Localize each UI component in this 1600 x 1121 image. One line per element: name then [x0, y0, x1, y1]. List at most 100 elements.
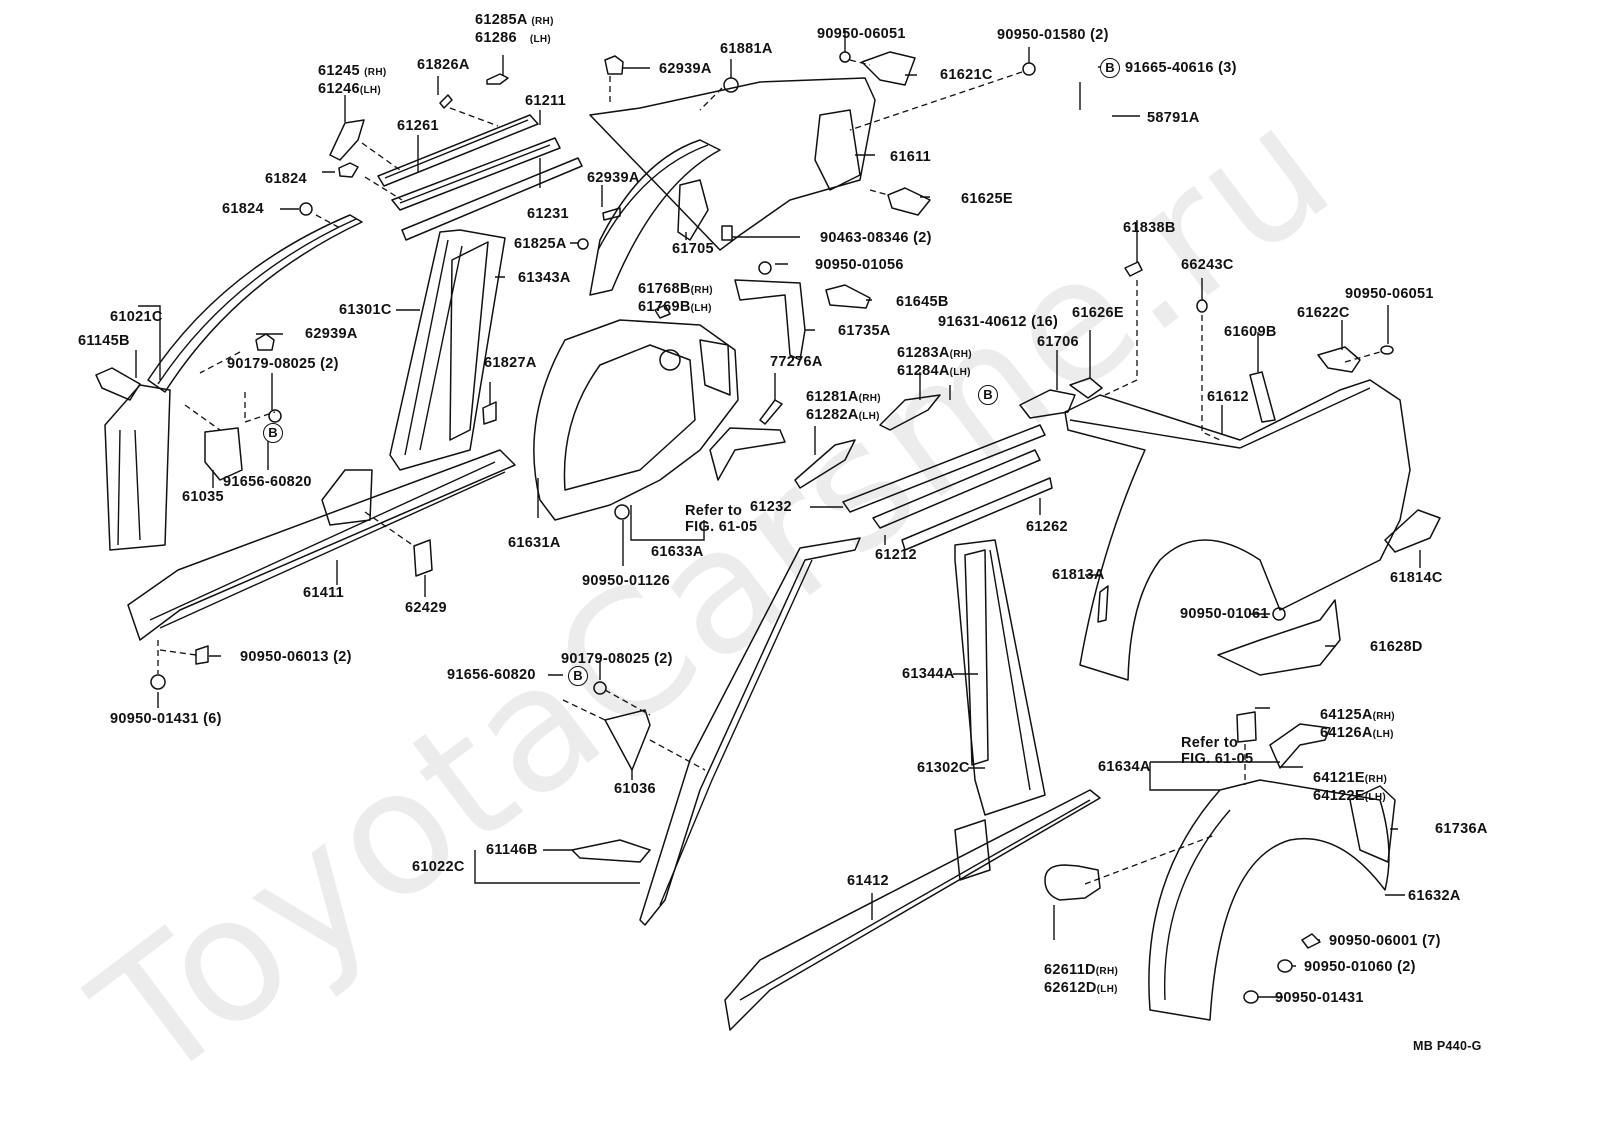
rail-61262[interactable] — [901, 477, 1053, 551]
extension-64121E[interactable] — [1269, 723, 1331, 769]
extension-64125A[interactable] — [1236, 711, 1257, 743]
label-61768B: 61768B(RH) 61769B(LH) — [638, 281, 713, 315]
nut-90179[interactable] — [268, 409, 282, 423]
clip-90950-06051-right[interactable] — [1380, 345, 1394, 355]
plug-90950-01431-right[interactable] — [1243, 990, 1259, 1004]
nut-90179-lower[interactable] — [593, 681, 607, 695]
bolt-badge-mid: B — [978, 385, 998, 405]
roof-rail-61231[interactable] — [401, 157, 583, 241]
patch-61813A[interactable] — [1097, 585, 1109, 623]
dash-lines-wheelhouse — [1084, 744, 1246, 885]
bracket-61245[interactable] — [329, 119, 365, 161]
plug-66243C[interactable] — [1196, 299, 1208, 313]
brace-61609B[interactable] — [1249, 371, 1276, 423]
bracket-61283A[interactable] — [879, 394, 941, 431]
bracket-61281A[interactable] — [794, 439, 856, 489]
bracket-61626E[interactable] — [1069, 377, 1103, 399]
label-90950-01580: 90950-01580 (2) — [997, 27, 1109, 43]
bracket-61035[interactable] — [204, 427, 243, 481]
label-90950-06051-right: 90950-06051 — [1345, 286, 1434, 302]
reinforcement-61344A[interactable] — [964, 549, 989, 766]
bracket-61625E[interactable] — [887, 187, 931, 216]
pad-61838B[interactable] — [1124, 261, 1143, 277]
label-61735A: 61735A — [838, 323, 891, 339]
grommet-61881A[interactable] — [723, 77, 739, 93]
wheelhouse-outer-61632A[interactable] — [1148, 779, 1390, 1021]
extension-61705[interactable] — [677, 179, 709, 241]
bolt-badge-left: B — [263, 423, 283, 443]
nut-90950-01056[interactable] — [758, 261, 772, 275]
quarter-panel-61612[interactable] — [1064, 379, 1411, 681]
plug-90950-01126[interactable] — [614, 504, 630, 520]
label-61212: 61212 — [875, 547, 917, 563]
wheelhouse-inner-61631A[interactable] — [533, 319, 739, 521]
plug-90950-01431[interactable] — [150, 674, 166, 690]
plug-62429[interactable] — [413, 539, 433, 577]
label-61262: 61262 — [1026, 519, 1068, 535]
plug-90950-01061[interactable] — [1272, 607, 1286, 621]
dash-lines-a-pillar — [184, 351, 276, 431]
rocker-61411[interactable] — [127, 449, 516, 641]
bracket-77276A[interactable] — [759, 399, 783, 425]
parts-diagram: ToyotaCarsme.ru — [60, 12, 1487, 1121]
label-90950-01126: 90950-01126 — [582, 573, 670, 589]
label-61412: 61412 — [847, 873, 889, 889]
plug-62939A-mid[interactable] — [602, 207, 621, 221]
clip-90950-01580[interactable] — [1022, 62, 1036, 76]
roof-rail-61261[interactable] — [377, 114, 539, 187]
clip-90463[interactable] — [721, 225, 733, 241]
bracket-61145B[interactable] — [95, 367, 141, 401]
center-pillar-outer-61302C[interactable] — [954, 539, 1046, 816]
bracket-61706[interactable] — [1019, 389, 1076, 419]
rocker-61412[interactable] — [724, 789, 1101, 1031]
front-pillar-61021C[interactable] — [104, 214, 363, 551]
clip-90950-06001[interactable] — [1301, 933, 1321, 949]
clip-61768B[interactable] — [654, 304, 671, 319]
brace-refer[interactable] — [709, 427, 786, 481]
clip-90950-06051[interactable] — [839, 51, 851, 63]
extension-61736A[interactable] — [1349, 785, 1396, 863]
rail-61212[interactable] — [872, 449, 1041, 529]
bracket-61645B[interactable] — [825, 284, 871, 309]
label-90950-01056: 90950-01056 — [815, 257, 904, 273]
parts-drawing — [95, 30, 1441, 1031]
pad-61824-square[interactable] — [338, 162, 359, 178]
plug-62939A-top[interactable] — [604, 55, 624, 75]
plug-90950-06013[interactable] — [195, 645, 209, 665]
label-90179-08025-lower: 90179-08025 (2) — [561, 651, 673, 667]
extension-61628D[interactable] — [1217, 599, 1341, 676]
clip-61826A[interactable] — [439, 94, 453, 109]
label-62939A-left: 62939A — [305, 326, 358, 342]
reinforcement-61343A[interactable] — [449, 241, 489, 441]
label-61824-a: 61824 — [265, 171, 307, 187]
plug-61824-round[interactable] — [299, 202, 313, 216]
label-61827A: 61827A — [484, 355, 537, 371]
brace-61735A[interactable] — [734, 279, 806, 361]
plug-62611D[interactable] — [1044, 864, 1101, 901]
label-61705: 61705 — [672, 241, 714, 257]
bracket-61621C[interactable] — [861, 51, 916, 86]
rail-61232[interactable] — [842, 424, 1046, 513]
label-64121E: 64121E(RH) 64122E(LH) — [1313, 770, 1388, 804]
bracket-61814C[interactable] — [1384, 509, 1441, 553]
bolt-badge-top: B — [1100, 58, 1120, 78]
patch-61827A[interactable] — [482, 401, 497, 425]
gusset-61036[interactable] — [604, 709, 651, 771]
bracket-61146B[interactable] — [571, 839, 651, 863]
front-pillar-outer-61022C[interactable] — [639, 537, 861, 926]
plug-62939A[interactable] — [255, 333, 275, 351]
plug-61825A[interactable] — [577, 238, 589, 250]
quarter-inner-upper-61611[interactable] — [589, 77, 876, 296]
clip-61285A[interactable] — [486, 73, 509, 85]
center-pillar-61301C[interactable] — [389, 229, 506, 471]
figure-code: MB P440-G — [1413, 1039, 1482, 1053]
bracket-61622C[interactable] — [1317, 346, 1361, 373]
label-61645B: 61645B — [896, 294, 949, 310]
label-61825A: 61825A — [514, 236, 567, 252]
label-61211: 61211 — [525, 93, 567, 109]
plug-90950-01060[interactable] — [1277, 959, 1293, 973]
label-90950-06001: 90950-06001 (7) — [1329, 933, 1441, 949]
roof-rail-inner-61211[interactable] — [391, 137, 561, 211]
label-61632A: 61632A — [1408, 888, 1461, 904]
dash-lines-rocker — [157, 511, 415, 674]
